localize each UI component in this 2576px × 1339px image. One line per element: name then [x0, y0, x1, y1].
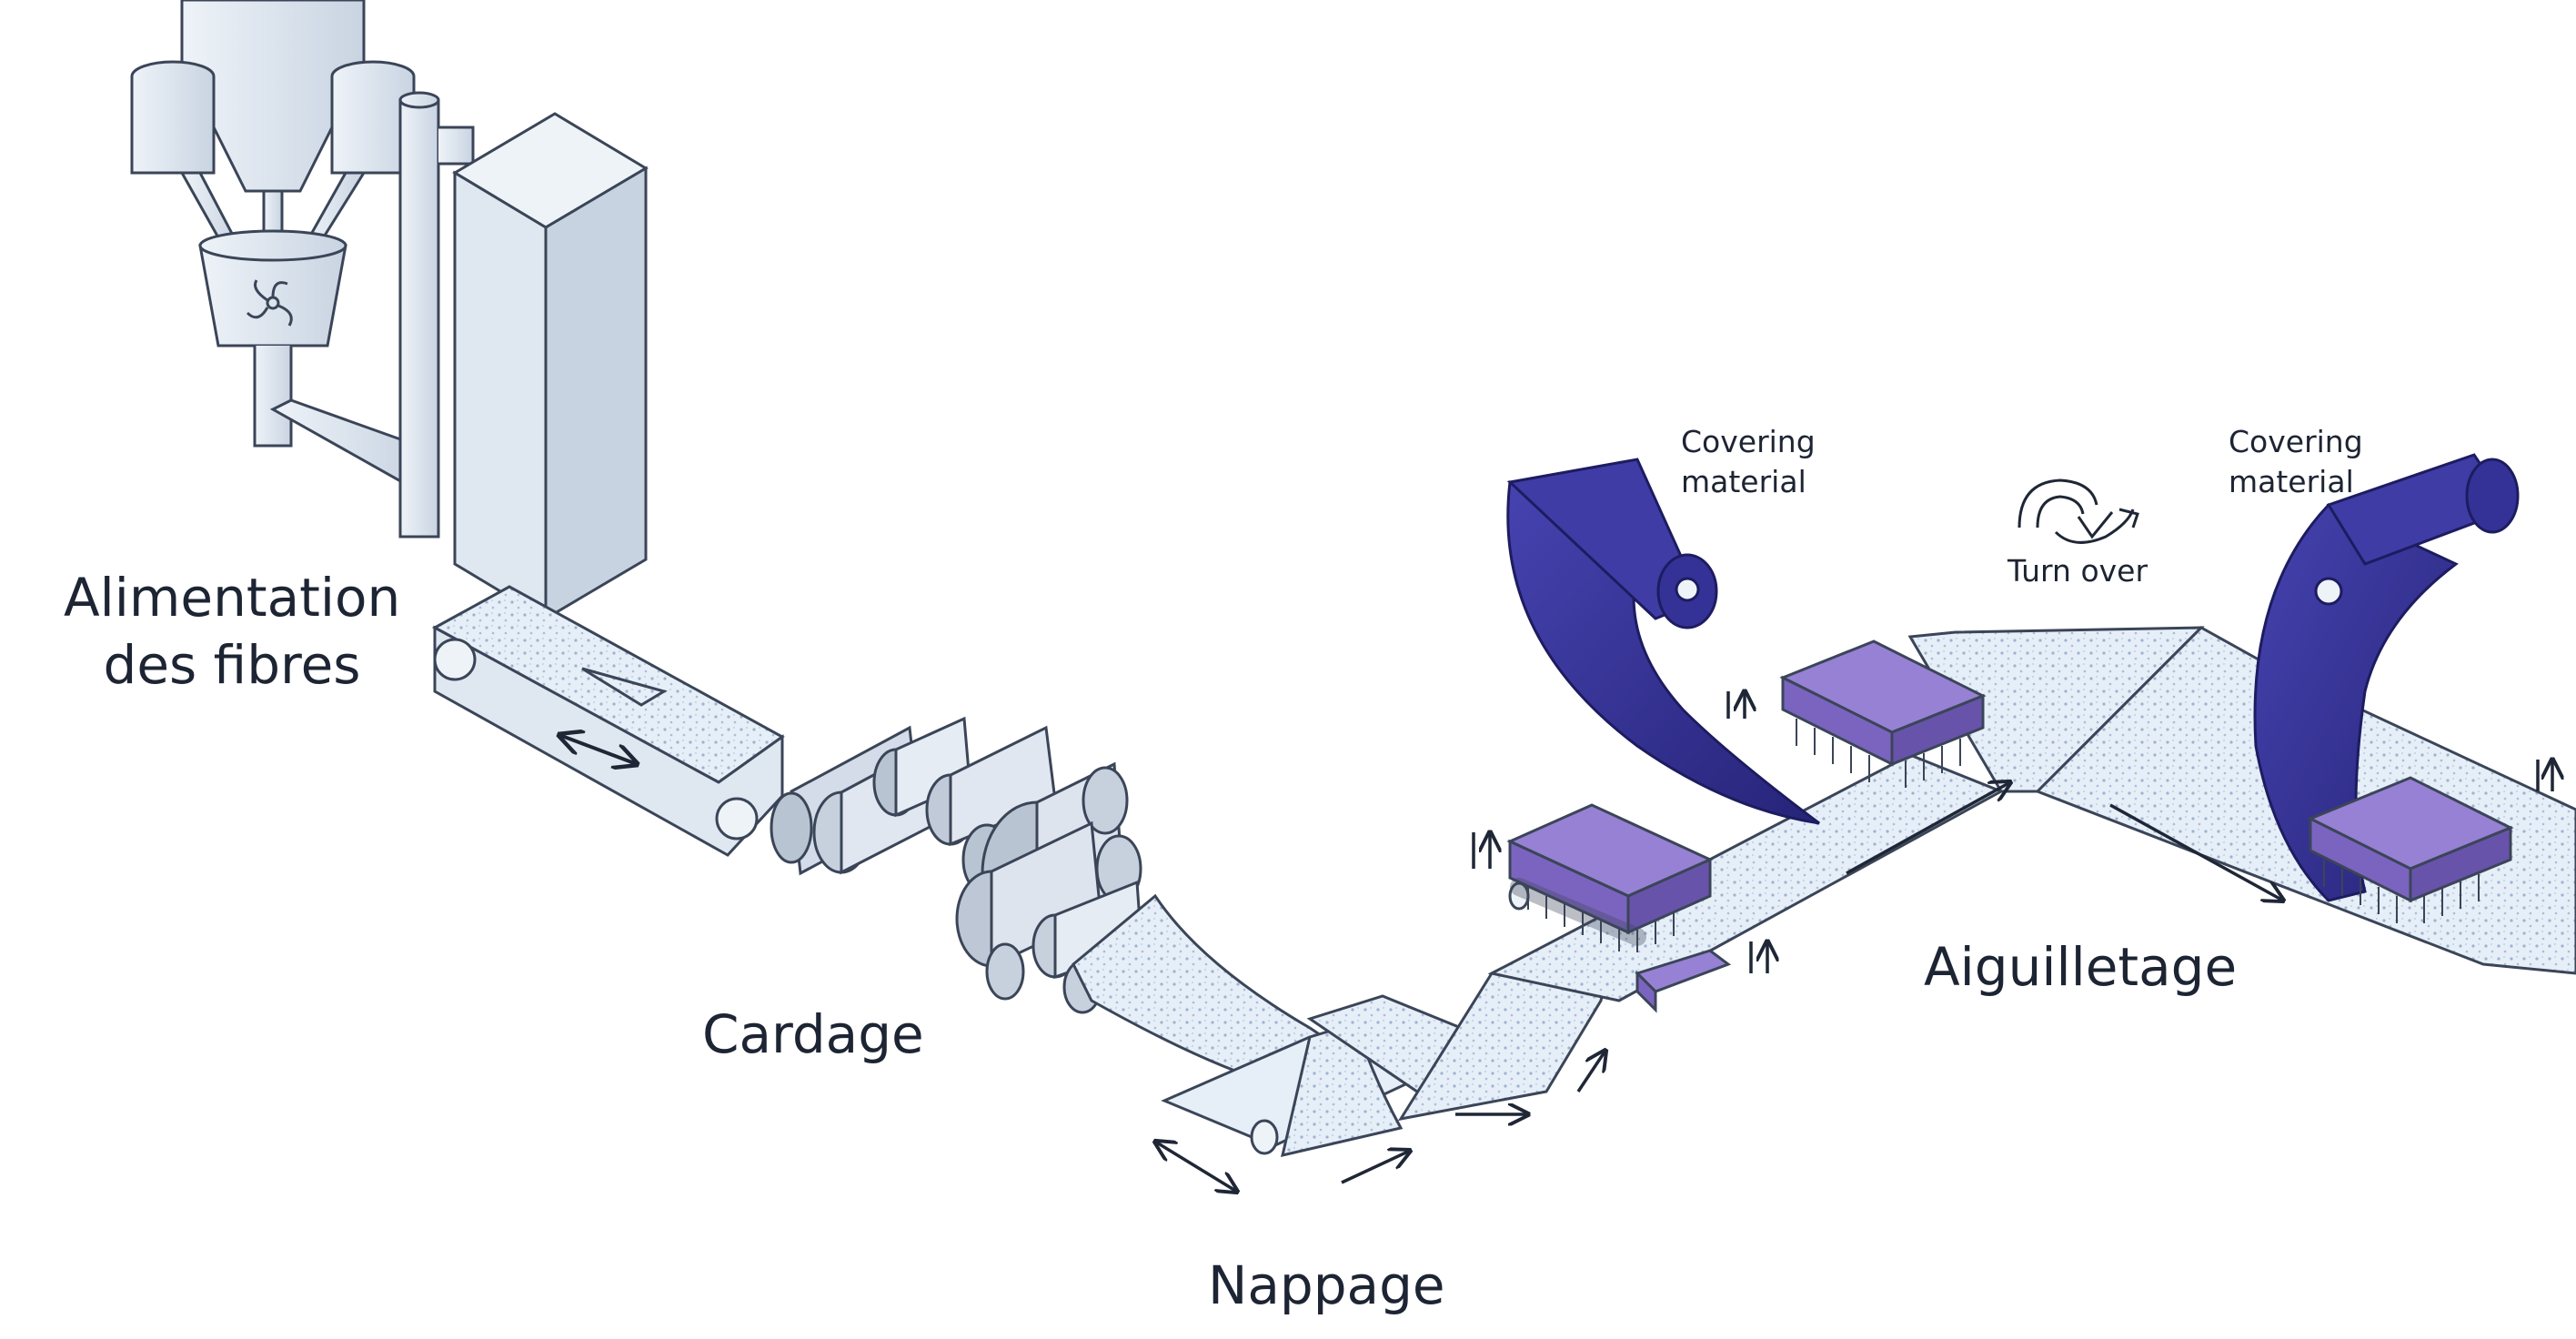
turn-over-icon [2018, 478, 2139, 544]
needle-board-1 [1506, 803, 1714, 952]
covering-roll-left [1506, 458, 1820, 825]
needling-label: Aiguilletage [1924, 936, 2238, 998]
needle-board-2 [1779, 639, 1987, 788]
carding-label: Cardage [702, 1003, 924, 1065]
feeding-label-line2: des fibres [103, 634, 361, 696]
covering-right-line2: material [2229, 464, 2354, 499]
carding-rollers [770, 716, 1143, 1014]
feed-conveyor [431, 585, 785, 857]
bed-plate [1635, 949, 1732, 1013]
covering-material-label-right: Covering material [2229, 422, 2363, 502]
lapping-label: Nappage [1208, 1254, 1445, 1316]
fan-icon [246, 279, 293, 327]
covering-left-line2: material [1681, 464, 1806, 499]
covering-right-line1: Covering [2229, 424, 2363, 459]
needle-board-3 [2307, 776, 2514, 923]
covering-material-label-left: Covering material [1681, 422, 1816, 502]
feeding-label-line1: Alimentation [64, 567, 401, 629]
feeding-label: Alimentation des fibres [64, 564, 400, 699]
card-feeder-cabinet [452, 112, 649, 621]
motion-arrows [1155, 691, 2552, 1192]
turn-over-label: Turn over [2007, 553, 2148, 589]
fiber-feeding-silo [130, 0, 475, 539]
covering-roll-right [2253, 453, 2520, 902]
covering-left-line1: Covering [1681, 424, 1816, 459]
